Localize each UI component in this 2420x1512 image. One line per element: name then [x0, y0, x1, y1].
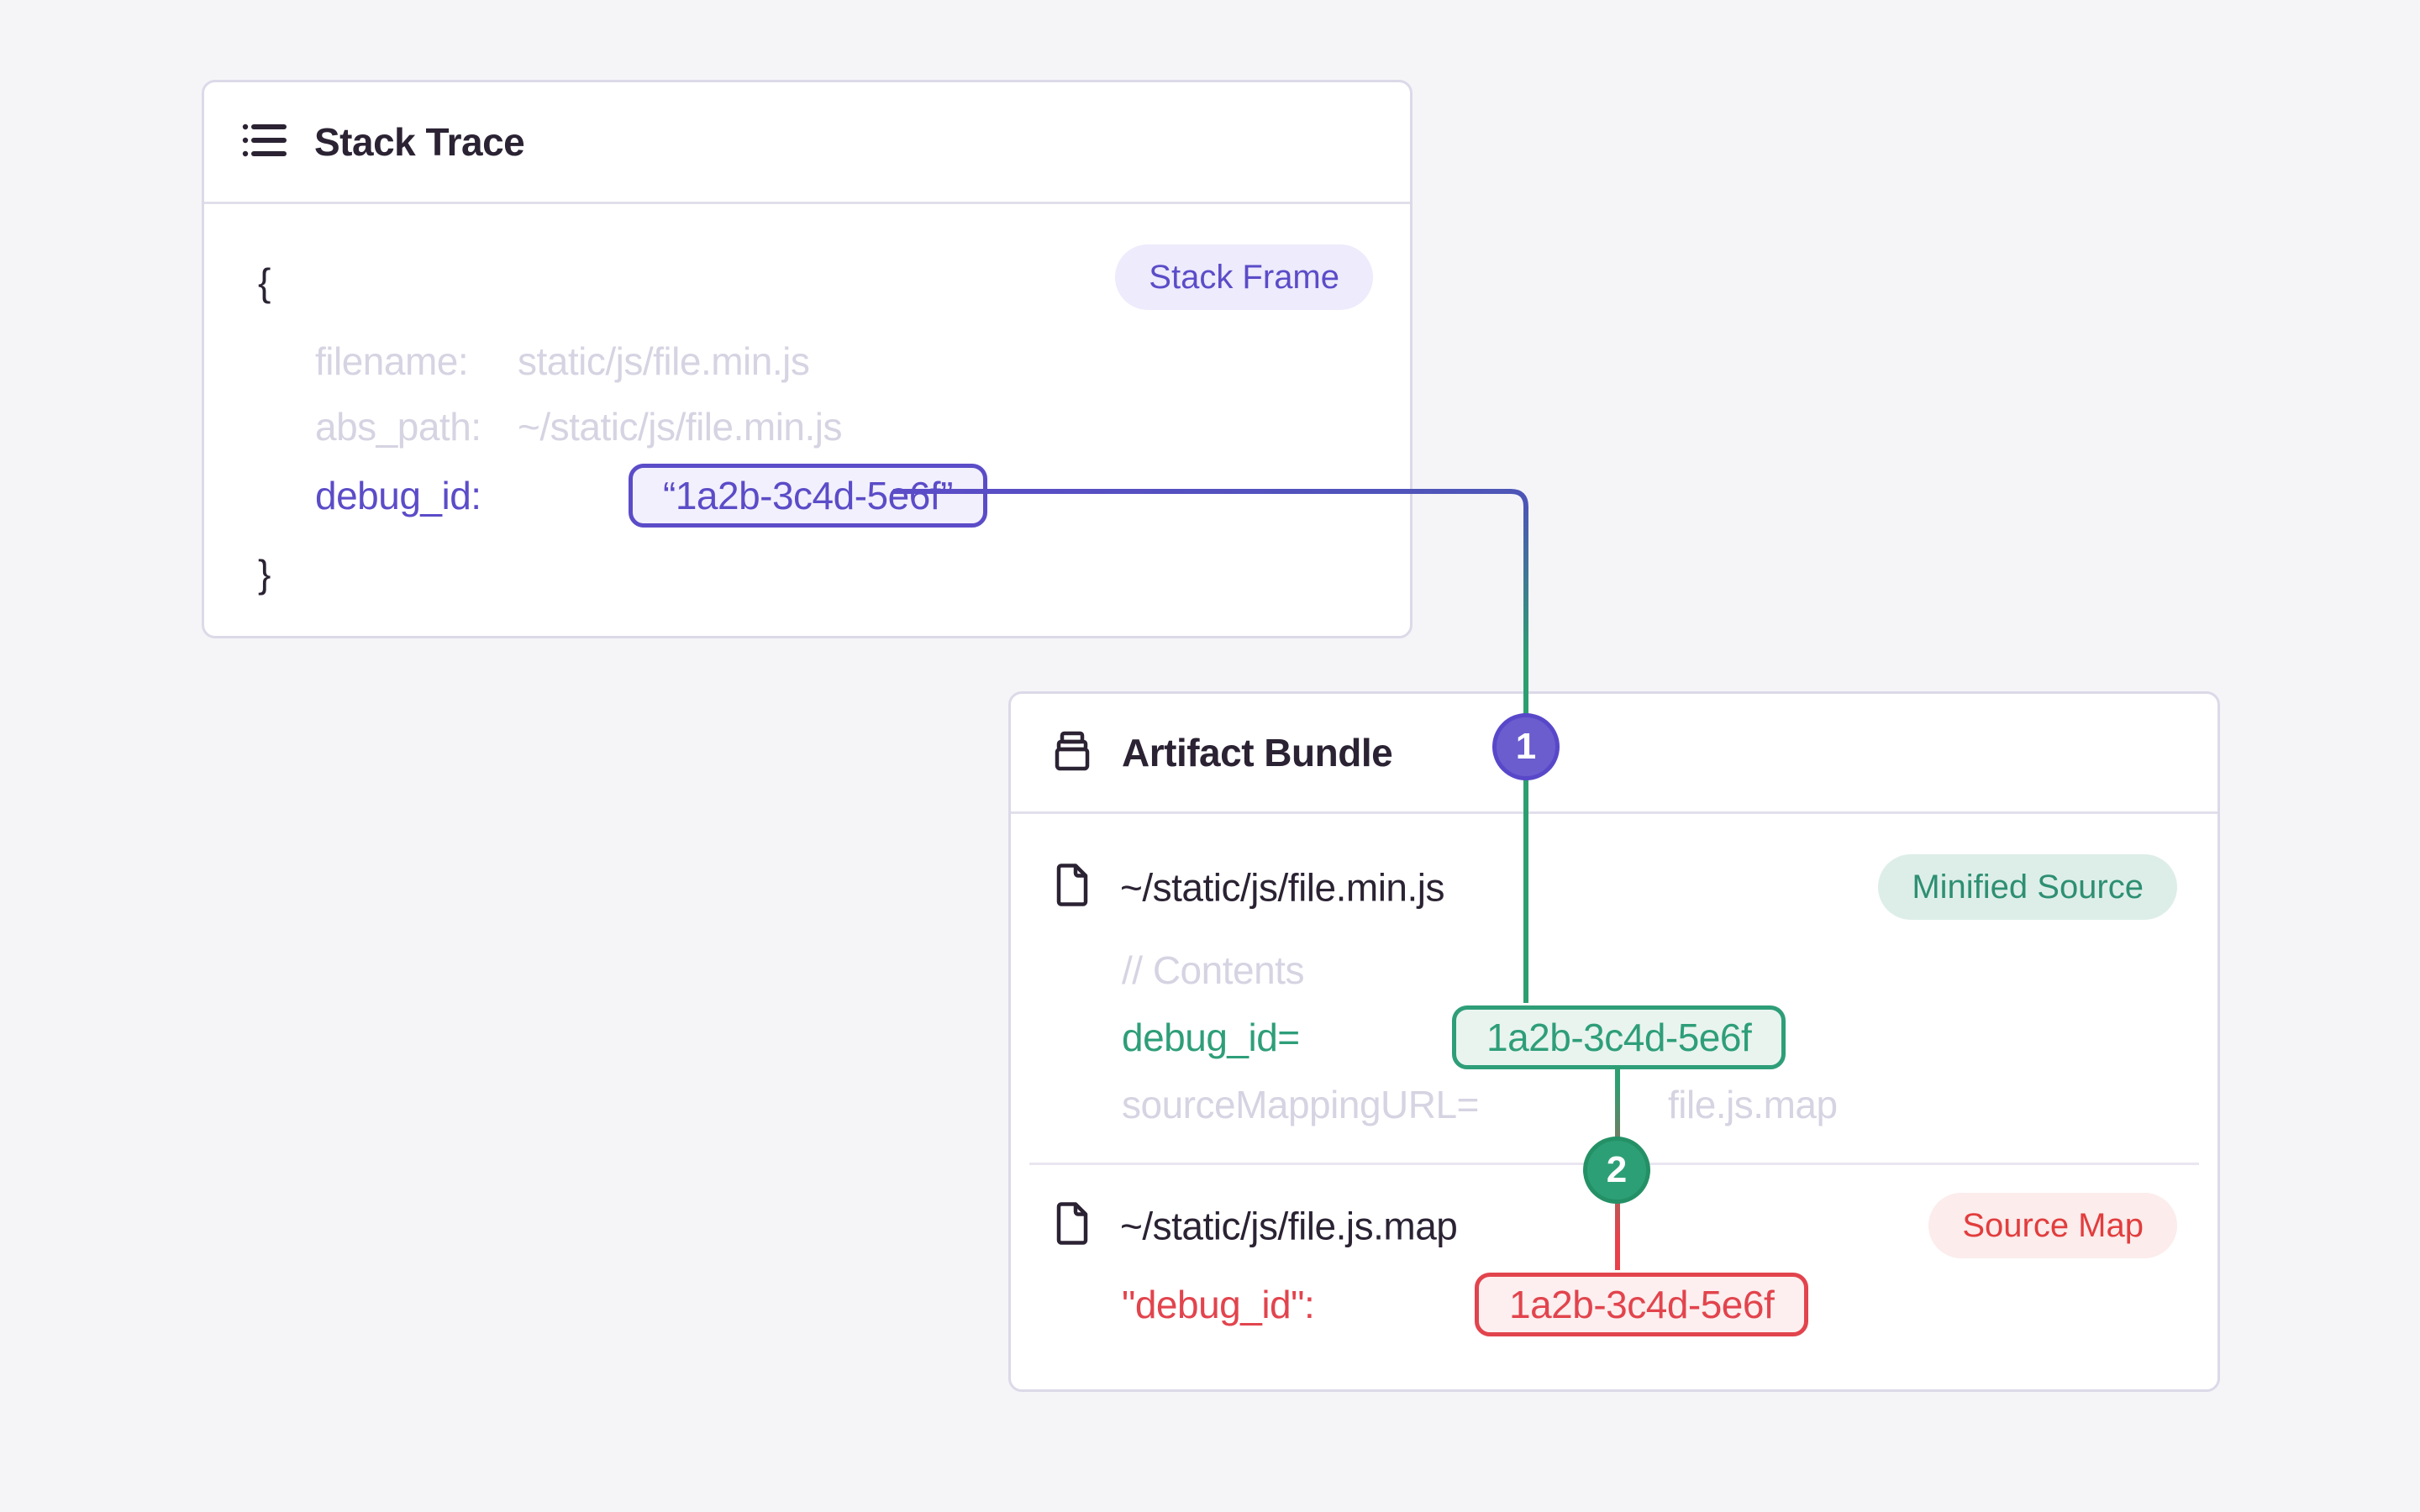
stack-trace-title: Stack Trace [314, 120, 525, 164]
sourcemap-file-path: ~/static/js/file.js.map [1120, 1204, 1458, 1247]
minified-file-path: ~/static/js/file.min.js [1120, 865, 1445, 909]
contents-comment: // Contents [1122, 948, 1304, 992]
archive-icon [1051, 731, 1093, 775]
stack-trace-card: Stack Trace Stack Frame { filename: stat… [202, 80, 1413, 638]
source-map-badge: Source Map [1928, 1193, 2177, 1258]
bundle-debug-id-key: debug_id= [1122, 1016, 1300, 1059]
step-marker-1: 1 [1492, 713, 1560, 780]
file-icon [1053, 864, 1092, 911]
code-line-filename: filename: static/js/file.min.js [315, 339, 810, 384]
filename-value: static/js/file.min.js [518, 339, 810, 383]
abs-path-value: ~/static/js/file.min.js [518, 405, 843, 449]
file-row-minified: ~/static/js/file.min.js [1053, 864, 1445, 911]
file-row-sourcemap: ~/static/js/file.js.map [1053, 1202, 1458, 1250]
debug-id-value-box: “1a2b-3c4d-5e6f” [629, 464, 987, 528]
bundle-debug-id-value-box: 1a2b-3c4d-5e6f [1452, 1005, 1786, 1069]
filename-key: filename: [315, 339, 469, 383]
code-line-debug-id: debug_id: “1a2b-3c4d-5e6f” [315, 464, 987, 528]
minified-source-badge: Minified Source [1878, 854, 2177, 920]
artifact-bundle-title: Artifact Bundle [1122, 731, 1393, 774]
stack-trace-header: Stack Trace [204, 82, 1410, 204]
code-line-abs-path: abs_path: ~/static/js/file.min.js [315, 404, 843, 449]
code-line-source-mapping-url: sourceMappingURL= file.js.map [1122, 1082, 1838, 1127]
code-line-bundle-debug-id: debug_id= 1a2b-3c4d-5e6f [1122, 1005, 1786, 1069]
stack-frame-badge: Stack Frame [1115, 244, 1373, 310]
artifact-bundle-card: Artifact Bundle ~/static/js/file.min.js … [1008, 691, 2220, 1392]
map-debug-id-value-box: 1a2b-3c4d-5e6f [1475, 1273, 1809, 1336]
code-brace-open: { [258, 260, 271, 304]
step-marker-2: 2 [1583, 1137, 1650, 1204]
abs-path-key: abs_path: [315, 405, 481, 449]
source-mapping-url-key: sourceMappingURL= [1122, 1083, 1479, 1126]
file-icon [1053, 1202, 1092, 1250]
map-debug-id-key: "debug_id": [1122, 1283, 1315, 1326]
source-mapping-url-value: file.js.map [1668, 1083, 1838, 1126]
debug-id-key: debug_id: [315, 474, 481, 517]
code-brace-close: } [258, 552, 271, 596]
list-icon [242, 120, 287, 165]
code-line-map-debug-id: "debug_id": 1a2b-3c4d-5e6f [1122, 1273, 1809, 1336]
artifact-bundle-header: Artifact Bundle [1011, 694, 2217, 814]
